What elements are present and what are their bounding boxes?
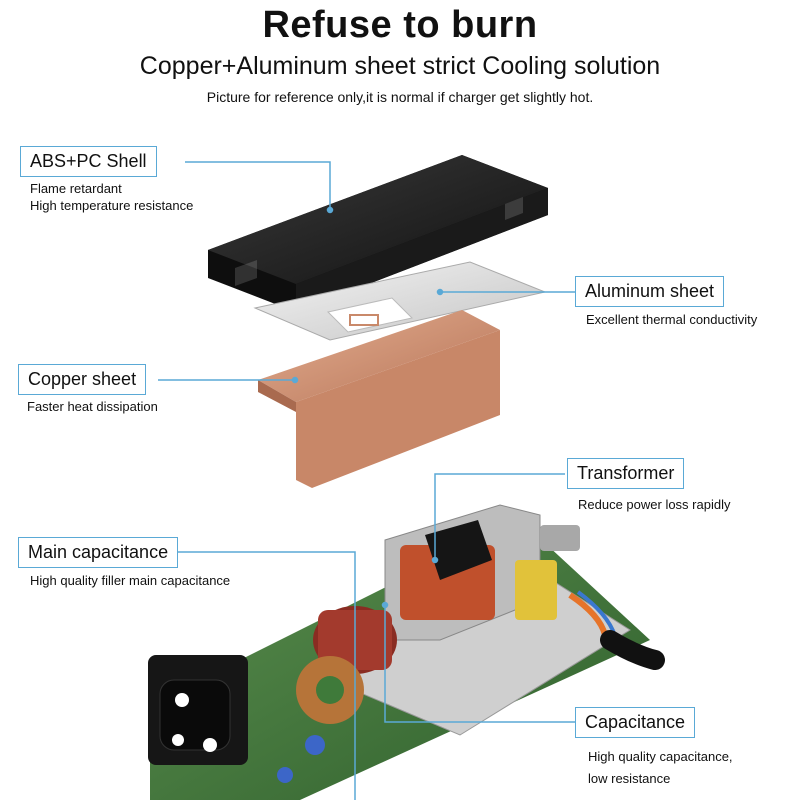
label-main-capacitance: Main capacitance: [18, 537, 179, 568]
desc-main-capacitance: High quality filler main capacitance: [30, 573, 231, 588]
label-transformer: Transformer: [567, 458, 685, 489]
page-title: Refuse to burn: [262, 4, 538, 46]
desc-copper: Faster heat dissipation: [27, 399, 158, 414]
desc-capacitance-quality: High quality capacitance,: [588, 749, 733, 764]
desc-shell-flame: Flame retardant: [30, 181, 122, 196]
desc-aluminum: Excellent thermal conductivity: [586, 312, 758, 327]
label-capacitance: Capacitance: [575, 707, 696, 738]
page-subtitle: Copper+Aluminum sheet strict Cooling sol…: [139, 52, 661, 80]
desc-shell-temp: High temperature resistance: [30, 198, 194, 213]
desc-capacitance-resistance: low resistance: [588, 771, 671, 786]
pcb-assembly: [148, 504, 665, 800]
copper-sheet: [258, 310, 500, 488]
abs-pc-shell: [208, 155, 548, 312]
desc-transformer: Reduce power loss rapidly: [578, 497, 731, 512]
label-aluminum-sheet: Aluminum sheet: [575, 276, 725, 307]
reference-note: Picture for reference only,it is normal …: [206, 89, 594, 105]
label-copper-sheet: Copper sheet: [18, 364, 147, 395]
leader-lines: [158, 161, 575, 800]
label-abs-pc-shell: ABS+PC Shell: [20, 146, 157, 177]
